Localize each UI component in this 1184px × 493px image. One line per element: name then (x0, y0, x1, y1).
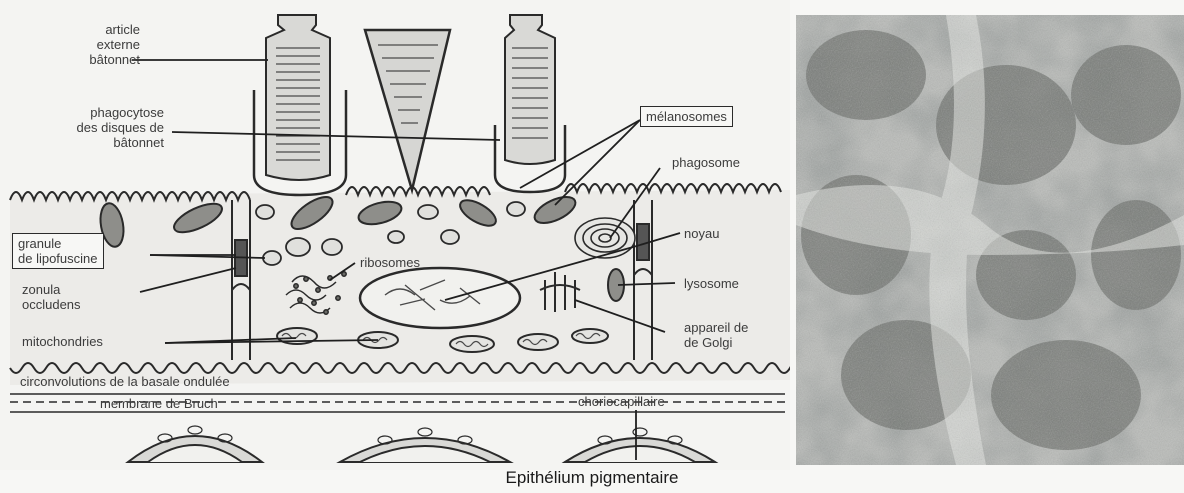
label-membrane-bruch: membrane de Bruch (100, 396, 218, 411)
nucleus (360, 268, 520, 328)
label-circonvolutions: circonvolutions de la basale ondulée (20, 374, 230, 389)
label-ribosomes: ribosomes (360, 255, 420, 270)
rpe-micrograph (796, 15, 1184, 465)
choriocapillaris (128, 436, 715, 462)
label-choriocapillaire: choriocapillaire (578, 394, 665, 409)
phagosome (575, 218, 635, 258)
label-granule-lipofuscine: granule de lipofuscine (12, 233, 104, 269)
figure-caption: Epithélium pigmentaire (0, 468, 1184, 488)
label-article-externe: article externe bâtonnet (30, 22, 140, 67)
label-phagocytose: phagocytose des disques de bâtonnet (14, 105, 164, 150)
label-phagosome: phagosome (672, 155, 740, 170)
label-mitochondries: mitochondries (22, 334, 103, 349)
label-melanosomes: mélanosomes (640, 106, 733, 127)
label-lysosome: lysosome (684, 276, 739, 291)
label-noyau: noyau (684, 226, 719, 241)
label-zonula-occludens: zonula occludens (22, 282, 81, 312)
label-golgi: appareil de de Golgi (684, 320, 748, 350)
